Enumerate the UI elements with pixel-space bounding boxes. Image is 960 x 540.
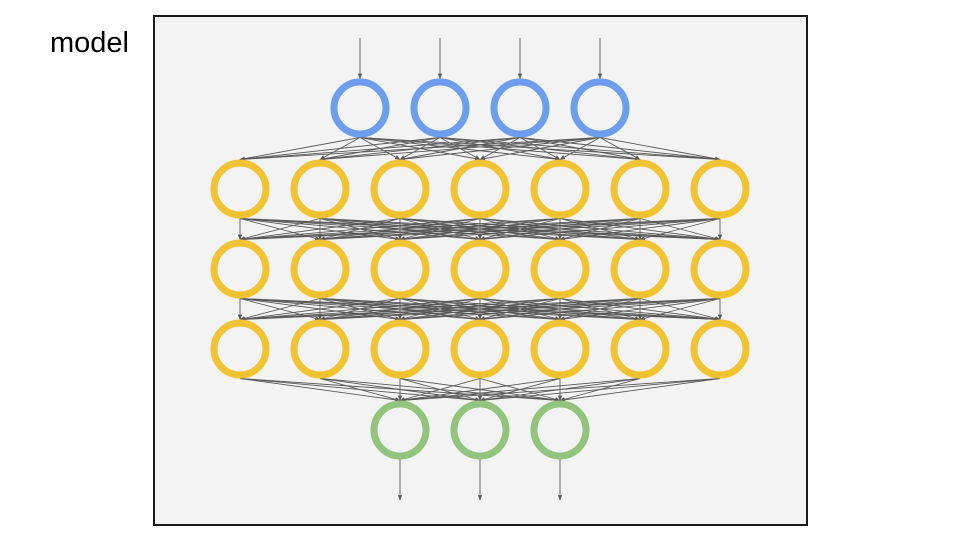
hidden-3-node-5 bbox=[530, 319, 590, 379]
edge bbox=[239, 137, 601, 162]
edge bbox=[239, 298, 721, 322]
input-node-2 bbox=[410, 78, 470, 138]
edge bbox=[399, 378, 561, 402]
edge bbox=[479, 378, 721, 403]
edge bbox=[479, 137, 601, 161]
hidden-2-node-5 bbox=[530, 239, 590, 299]
hidden-1-node-4 bbox=[450, 159, 510, 219]
edge bbox=[319, 298, 721, 322]
edge bbox=[559, 137, 601, 160]
hidden-1-node-7 bbox=[690, 159, 750, 219]
hidden-1-node-6 bbox=[610, 159, 670, 219]
edge bbox=[559, 218, 721, 242]
edge bbox=[639, 218, 721, 241]
edge bbox=[319, 218, 721, 242]
hidden-1-node-3 bbox=[370, 159, 430, 219]
edge bbox=[479, 298, 721, 322]
hidden-2-node-1 bbox=[210, 239, 270, 299]
input-node-1 bbox=[330, 78, 390, 138]
hidden-2-node-2 bbox=[290, 239, 350, 299]
hidden-3-node-2 bbox=[290, 319, 350, 379]
hidden-1-node-5 bbox=[530, 159, 590, 219]
output-node-3 bbox=[530, 400, 590, 460]
edge bbox=[239, 137, 441, 162]
edge bbox=[399, 378, 721, 403]
hidden-3-node-7 bbox=[690, 319, 750, 379]
edge bbox=[239, 137, 521, 162]
edge bbox=[599, 137, 721, 161]
output-node-2 bbox=[450, 400, 510, 460]
edge bbox=[399, 378, 481, 402]
edge bbox=[239, 378, 401, 402]
edge bbox=[399, 218, 721, 242]
hidden-3-node-1 bbox=[210, 319, 270, 379]
hidden-1-node-2 bbox=[290, 159, 350, 219]
output-node-1 bbox=[370, 400, 430, 460]
edge bbox=[239, 298, 321, 321]
edge bbox=[239, 298, 481, 322]
edge bbox=[599, 137, 641, 160]
hidden-3-node-3 bbox=[370, 319, 430, 379]
connection-edges bbox=[237, 38, 723, 501]
input-node-4 bbox=[570, 78, 630, 138]
hidden-2-node-7 bbox=[690, 239, 750, 299]
edge bbox=[639, 298, 721, 321]
hidden-1-node-1 bbox=[210, 159, 270, 219]
edge bbox=[399, 137, 601, 162]
edge bbox=[319, 378, 401, 402]
edge bbox=[479, 218, 721, 242]
edge bbox=[399, 298, 721, 322]
hidden-3-node-4 bbox=[450, 319, 510, 379]
edge bbox=[399, 378, 641, 403]
hidden-2-node-6 bbox=[610, 239, 670, 299]
edge bbox=[239, 298, 561, 322]
edge bbox=[239, 218, 481, 242]
edge bbox=[239, 298, 401, 322]
edge bbox=[319, 137, 601, 162]
edge bbox=[239, 218, 561, 242]
edge bbox=[239, 137, 361, 161]
edge bbox=[559, 298, 721, 322]
edge bbox=[559, 378, 721, 402]
diagram-title: model bbox=[50, 27, 129, 59]
network-nodes bbox=[210, 78, 750, 460]
edge bbox=[239, 298, 641, 322]
hidden-2-node-3 bbox=[370, 239, 430, 299]
edge bbox=[239, 218, 721, 242]
edge bbox=[239, 218, 321, 241]
edge bbox=[239, 218, 401, 242]
hidden-3-node-6 bbox=[610, 319, 670, 379]
edge bbox=[239, 218, 641, 242]
input-node-3 bbox=[490, 78, 550, 138]
hidden-2-node-4 bbox=[450, 239, 510, 299]
